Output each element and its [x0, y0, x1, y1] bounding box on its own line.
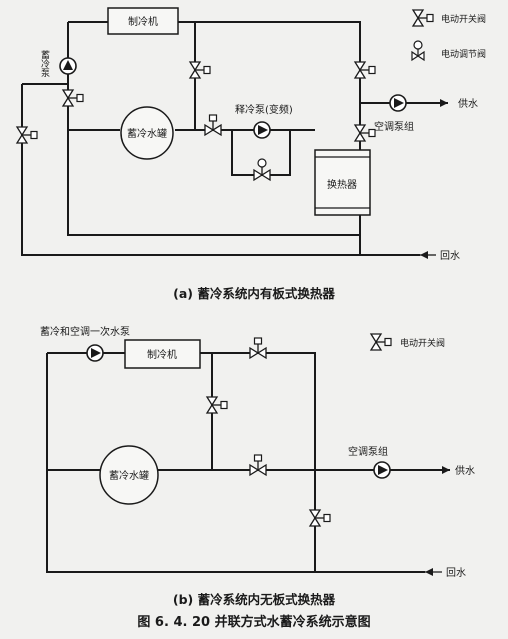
return-label: 回水 — [440, 250, 460, 262]
chiller-box — [124, 339, 201, 369]
legend-switch-valve-label: 电动开关阀 — [441, 13, 486, 25]
legend-control-valve-label: 电动调节阀 — [441, 48, 486, 60]
combo-pump-label: 蓄冷和空调一次水泵 — [40, 325, 130, 338]
heat-exchanger-box — [314, 149, 371, 216]
caption-a: (a) 蓄冷系统内有板式换热器 — [173, 286, 335, 301]
diagram-b: 蓄冷和空调一次水泵 制冷机 蓄冷水罐 空调泵组 供水 回水 电动开关阀 (b) … — [40, 325, 475, 607]
switch-valve-icon — [204, 114, 222, 136]
tank-label: 蓄冷水罐 — [127, 127, 167, 140]
chiller-label: 制冷机 — [147, 348, 177, 361]
switch-valve-icon — [354, 124, 376, 142]
return-label: 回水 — [446, 567, 466, 579]
diagram-a: 制冷机 蓄冷泵 蓄冷水罐 释冷泵(变频) 换热器 空调泵组 供水 回水 — [16, 7, 486, 301]
tank-label: 蓄冷水罐 — [109, 469, 149, 482]
switch-valve-icon — [309, 509, 331, 527]
release-pump-label: 释冷泵(变频) — [235, 103, 293, 116]
storage-pump-icon — [59, 57, 77, 75]
storage-pump-label: 蓄冷泵 — [39, 49, 50, 77]
switch-valve-icon — [249, 337, 267, 359]
switch-valve-icon — [206, 396, 228, 414]
control-valve-icon — [253, 158, 271, 181]
legend-switch-valve-icon — [412, 9, 434, 27]
chiller-label: 制冷机 — [128, 15, 158, 28]
pipe — [46, 353, 425, 573]
legend-switch-valve-icon — [370, 333, 392, 351]
storage-tank — [120, 106, 174, 160]
ac-pump-icon — [389, 94, 407, 112]
chiller-box — [107, 7, 179, 35]
ac-pump-group-label: 空调泵组 — [374, 120, 414, 133]
switch-valve-icon — [189, 61, 211, 79]
legend-control-valve-icon — [411, 40, 425, 62]
switch-valve-icon — [16, 126, 38, 144]
legend-switch-valve-label: 电动开关阀 — [400, 337, 445, 349]
switch-valve-icon — [354, 61, 376, 79]
ac-pump-icon — [373, 461, 391, 479]
storage-tank — [99, 445, 159, 505]
caption-b: (b) 蓄冷系统内无板式换热器 — [173, 592, 336, 607]
combo-pump-icon — [86, 344, 104, 362]
figure-title: 图 6. 4. 20 并联方式水蓄冷系统示意图 — [137, 614, 370, 630]
ac-pump-group-label: 空调泵组 — [348, 445, 388, 458]
supply-label: 供水 — [458, 97, 478, 110]
switch-valve-icon — [62, 89, 84, 107]
pipe — [178, 21, 361, 150]
heat-exchanger-label: 换热器 — [327, 178, 357, 191]
switch-valve-icon — [249, 454, 267, 476]
release-pump-icon — [253, 121, 271, 139]
pipe — [200, 352, 316, 572]
supply-label: 供水 — [455, 464, 475, 477]
